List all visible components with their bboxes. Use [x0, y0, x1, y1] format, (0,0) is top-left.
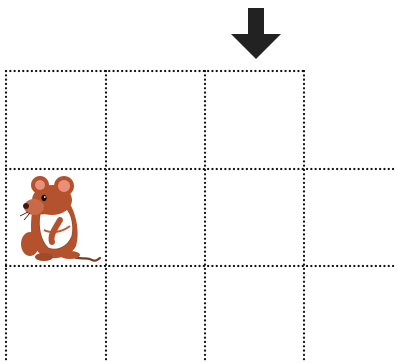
grid-cell-r1-c3[interactable] [205, 71, 304, 169]
grid-cell-r2-c3[interactable] [205, 169, 304, 266]
grid-cell-r1-c2[interactable] [106, 71, 205, 169]
grid-cell-r2-c4[interactable] [304, 169, 398, 266]
grid-cell-r3-c3[interactable] [205, 266, 304, 364]
grid-cell-r2-c2[interactable] [106, 169, 205, 266]
grid-cell-r1-c1[interactable] [6, 71, 106, 169]
down-arrow-icon [231, 8, 281, 59]
grid-cell-r3-c2[interactable] [106, 266, 205, 364]
grid-cell-r3-c4[interactable] [304, 266, 398, 364]
grid-cell-r3-c1[interactable] [6, 266, 106, 364]
